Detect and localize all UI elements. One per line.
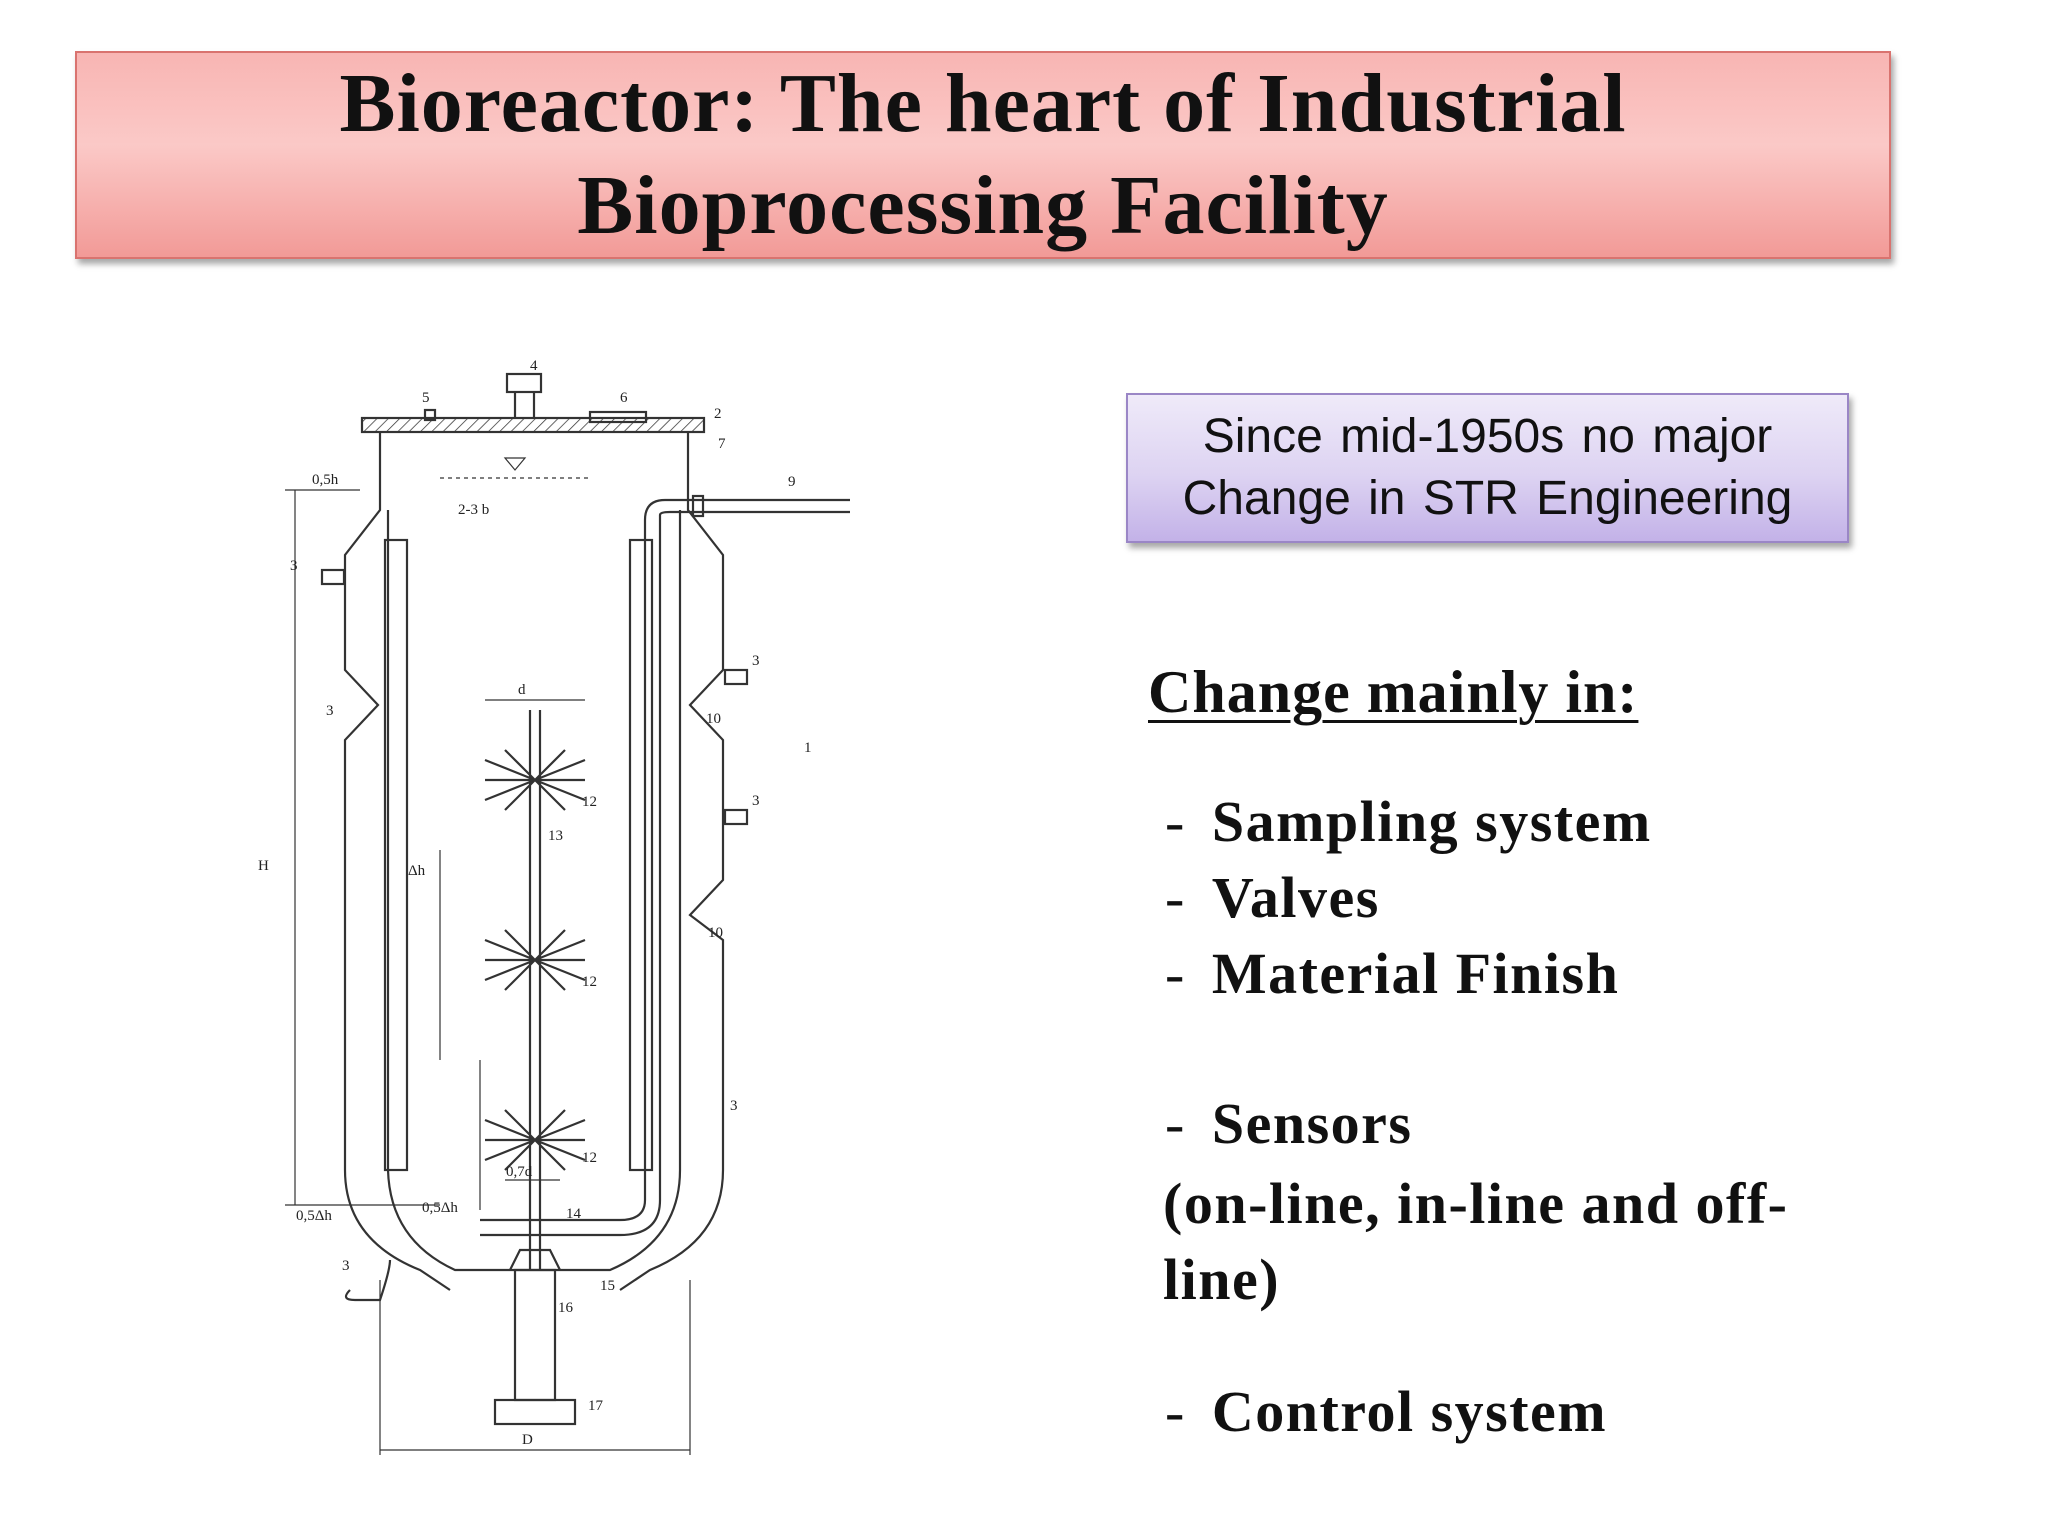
section-heading: Change mainly in: [1148,659,1639,725]
list-dash: - [1165,1379,1186,1444]
dim-label-dk: d [518,682,526,698]
list-item-label: Valves [1211,865,1380,930]
label-part-9: 9 [788,474,796,490]
label-part-3a: 3 [290,558,298,574]
sensors-detail: (on-line, in-line and off-line) [1163,1171,1789,1312]
note-line-1: Since mid-1950s no major [1202,410,1773,463]
dim-label-D: D [522,1432,533,1448]
dim-label-h05: 0,5h [312,472,339,488]
list-item-label: Sampling system [1211,789,1652,854]
label-part-12a: 12 [582,794,597,810]
list-dash: - [1165,865,1186,930]
note-line-2: Change in STR Engineering [1182,472,1793,525]
label-part-6: 6 [620,390,628,406]
dim-label-dh05: 0,5Δh [422,1200,458,1216]
label-part-12c: 12 [582,1150,597,1166]
dim-label-dhk: Δh [408,863,426,879]
list-dash: - [1165,1091,1186,1156]
list-item-label: Material Finish [1211,941,1620,1006]
label-part-10b: 10 [708,925,723,941]
label-part-4: 4 [530,358,538,374]
note-callout: Since mid-1950s no major Change in STR E… [1126,393,1849,543]
list-item-material-finish: -Material Finish [1165,940,1619,1007]
label-part-3f: 3 [342,1258,350,1274]
label-part-7: 7 [718,436,726,452]
label-part-10a: 10 [706,711,721,727]
list-dash: - [1165,941,1186,1006]
label-part-13: 13 [548,828,563,844]
dim-label-dh05-left: 0,5Δh [296,1208,332,1224]
list-dash: - [1165,789,1186,854]
list-item-label: Sensors [1211,1091,1413,1156]
list-item-label: Control system [1211,1379,1608,1444]
label-part-2: 2 [714,406,722,422]
label-part-3c: 3 [752,653,760,669]
list-item-valves: -Valves [1165,864,1380,931]
bioreactor-diagram: 1 2 3 3 3 3 3 3 3 4 5 6 7 9 10 10 12 12 … [240,340,880,1460]
label-part-5: 5 [422,390,430,406]
label-part-14: 14 [566,1206,582,1222]
label-part-3e: 3 [730,1098,738,1114]
dim-label-d07: 0,7d [506,1164,533,1180]
label-part-12b: 12 [582,974,597,990]
title-line-2: Bioprocessing Facility [577,159,1389,252]
dim-label-h23: 2-3 b [458,502,489,518]
bioreactor-drawing: 1 2 3 3 3 3 3 3 3 4 5 6 7 9 10 10 12 12 … [258,358,850,1455]
slide-title: Bioreactor: The heart of Industrial Biop… [339,53,1626,257]
list-item-sampling: -Sampling system [1165,788,1652,855]
label-part-1: 1 [804,740,812,756]
dim-label-H: H [258,858,269,874]
label-part-15: 15 [600,1278,615,1294]
title-line-1: Bioreactor: The heart of Industrial [339,57,1627,150]
label-part-17: 17 [588,1398,604,1414]
label-part-3b: 3 [326,703,334,719]
title-banner: Bioreactor: The heart of Industrial Biop… [75,51,1891,259]
label-part-3d: 3 [752,793,760,809]
list-item-sensors: -Sensors [1165,1090,1412,1157]
list-item-control-system: -Control system [1165,1378,1607,1445]
label-part-16: 16 [558,1300,574,1316]
